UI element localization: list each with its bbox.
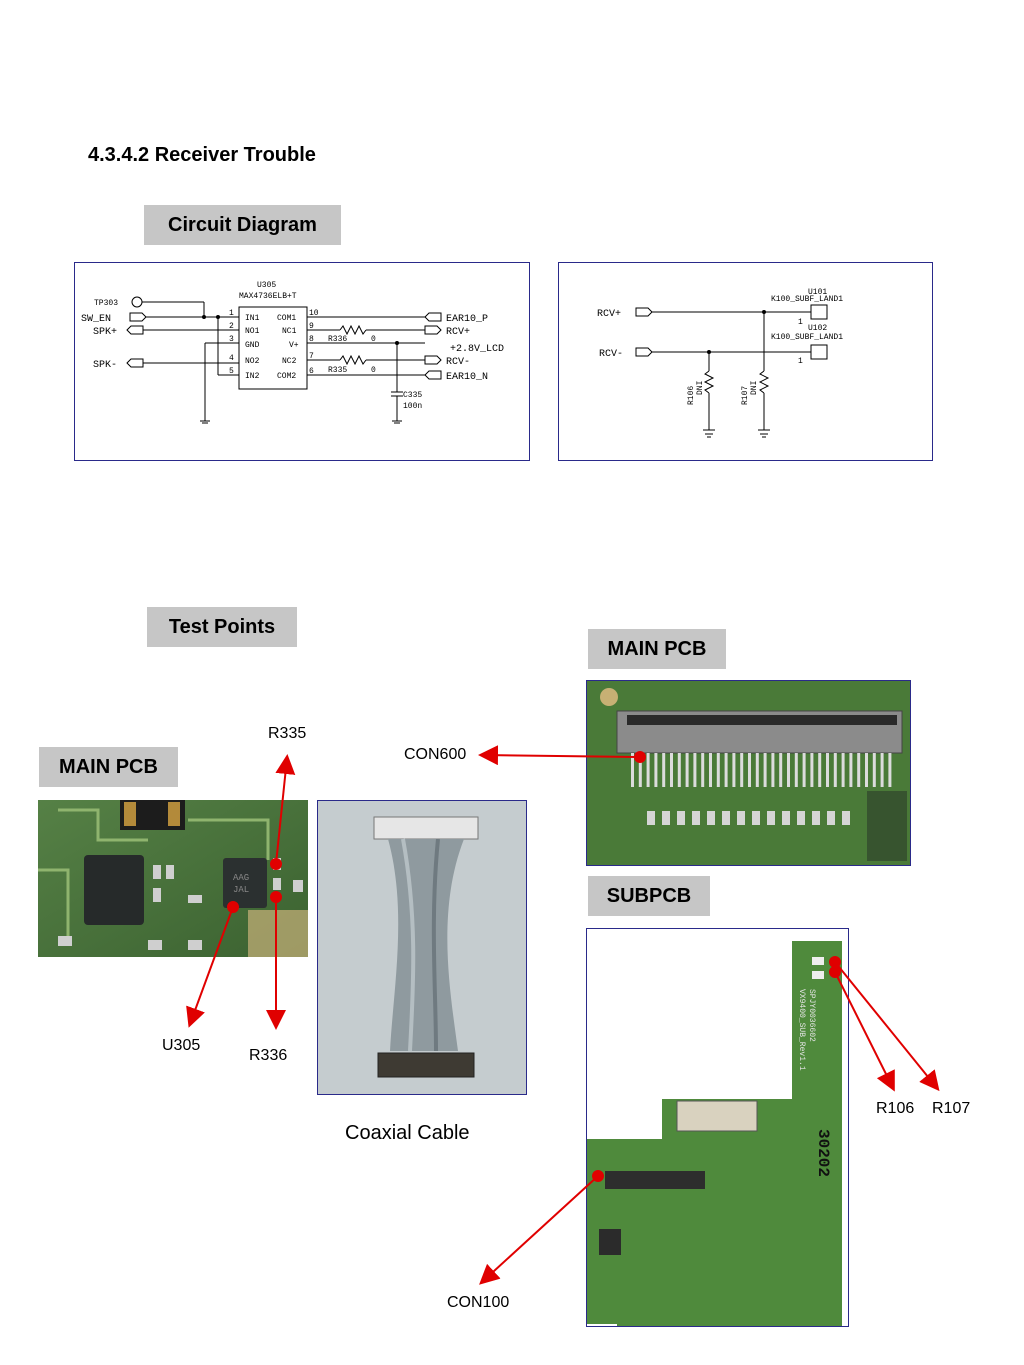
ic-ref-label: U305 (257, 281, 276, 290)
r106-dni: DNI (696, 381, 705, 395)
pin-num: 4 (229, 354, 234, 363)
pin-name: IN2 (245, 372, 260, 381)
schematic-right-frame: RCV+ RCV- U101 K100_SUBF_LAND1 1 U102 K1… (558, 262, 933, 461)
pin-name: V+ (289, 341, 299, 350)
main-pcb-photo-top (586, 680, 911, 866)
arrow-con100 (479, 1175, 599, 1285)
net-rcv-plus: RCV+ (446, 327, 470, 338)
circuit-diagram-tag: Circuit Diagram (144, 205, 341, 245)
r336-value: 0 (371, 335, 376, 344)
net-2v8-lcd: +2.8V_LCD (450, 344, 504, 355)
pin-num: 5 (229, 367, 234, 376)
chip-marking: JAL (233, 885, 249, 895)
ear10n-port (424, 370, 442, 380)
net-ear10n: EAR10_N (446, 372, 488, 383)
ic-u305-body (238, 306, 308, 390)
u102-land (810, 344, 828, 360)
pin-name: NC1 (282, 327, 297, 336)
callout-r335: R335 (268, 725, 307, 742)
main-pcb-tag-left: MAIN PCB (39, 747, 178, 787)
sub-silkscreen-1: SPJY0036602 (807, 989, 816, 1042)
pin-num: 2 (229, 322, 234, 331)
net-rcv-minus: RCV- (599, 349, 623, 360)
pin-num: 8 (309, 335, 314, 344)
sw-en-port (129, 312, 147, 322)
r335-value: 0 (371, 366, 376, 375)
spk-minus-port (126, 358, 144, 368)
ear10p-port (424, 312, 442, 322)
pin-num: 6 (309, 367, 314, 376)
rcv-minus-port (635, 347, 653, 357)
main-pcb-photo-left: AAG JAL (38, 800, 308, 957)
callout-r107: R107 (932, 1100, 971, 1117)
sub-pcb-photo: SPJY0036602 VX9400_SUB_Rev1.1 30202 (586, 928, 849, 1327)
net-rcv-minus: RCV- (446, 357, 470, 368)
test-points-tag: Test Points (147, 607, 297, 647)
callout-con100: CON100 (447, 1294, 510, 1311)
pin-num: 1 (229, 309, 234, 318)
callout-r106: R106 (876, 1100, 915, 1117)
schematic-left-frame: U305 MAX4736ELB+T TP303 SW_EN SPK+ SPK- … (74, 262, 530, 461)
schematic-left: U305 MAX4736ELB+T TP303 SW_EN SPK+ SPK- … (81, 281, 504, 424)
net-sw-en: SW_EN (81, 314, 111, 325)
schematic-right: RCV+ RCV- U101 K100_SUBF_LAND1 1 U102 K1… (597, 288, 843, 438)
net-spk-minus: SPK- (93, 360, 117, 371)
page-title: 4.3.4.2 Receiver Trouble (88, 144, 316, 166)
callout-u305: U305 (162, 1037, 201, 1054)
subpcb-tag: SUBPCB (588, 876, 710, 916)
u102-pin: 1 (798, 357, 803, 366)
cap-ref: C335 (403, 391, 422, 400)
net-spk-plus: SPK+ (93, 327, 117, 338)
r106-ref: R106 (687, 386, 696, 405)
pin-num: 7 (309, 352, 314, 361)
spk-plus-port (126, 325, 144, 335)
coaxial-cable-caption: Coaxial Cable (345, 1122, 470, 1144)
tp303-testpoint (131, 296, 143, 308)
pin-num: 3 (229, 335, 234, 344)
pin-name: NC2 (282, 357, 297, 366)
callout-con600: CON600 (404, 746, 467, 763)
net-rcv-plus: RCV+ (597, 309, 621, 320)
r335-label: R335 (328, 366, 347, 375)
u101-land (810, 304, 828, 320)
coaxial-cable-photo (317, 800, 527, 1095)
u101-part: K100_SUBF_LAND1 (771, 295, 843, 304)
cap-value: 100n (403, 402, 422, 411)
u101-pin: 1 (798, 318, 803, 327)
ic-part-label: MAX4736ELB+T (239, 292, 297, 301)
r107-dni: DNI (750, 381, 759, 395)
pin-name: NO1 (245, 327, 260, 336)
u102-ref: U102 (808, 324, 827, 333)
pin-name: NO2 (245, 357, 260, 366)
net-ear10p: EAR10_P (446, 314, 488, 325)
pin-name: COM2 (277, 372, 296, 381)
sub-silkscreen-2: VX9400_SUB_Rev1.1 (797, 989, 806, 1071)
pin-name: IN1 (245, 314, 260, 323)
main-pcb-tag-top: MAIN PCB (588, 629, 726, 669)
sub-code: 30202 (814, 1129, 832, 1177)
pin-num: 10 (309, 309, 319, 318)
callout-r336: R336 (249, 1047, 288, 1064)
u102-part: K100_SUBF_LAND1 (771, 333, 843, 342)
pin-num: 9 (309, 322, 314, 331)
r336-label: R336 (328, 335, 347, 344)
pin-name: COM1 (277, 314, 296, 323)
rcv-plus-port (635, 307, 653, 317)
chip-marking: AAG (233, 873, 249, 883)
pin-name: GND (245, 341, 260, 350)
u101-ref: U101 (808, 288, 827, 297)
arrow-r107 (834, 961, 940, 1092)
rcv-plus-port (424, 325, 442, 335)
net-tp303: TP303 (94, 299, 118, 308)
r107-ref: R107 (741, 386, 750, 405)
rcv-minus-port (424, 355, 442, 365)
